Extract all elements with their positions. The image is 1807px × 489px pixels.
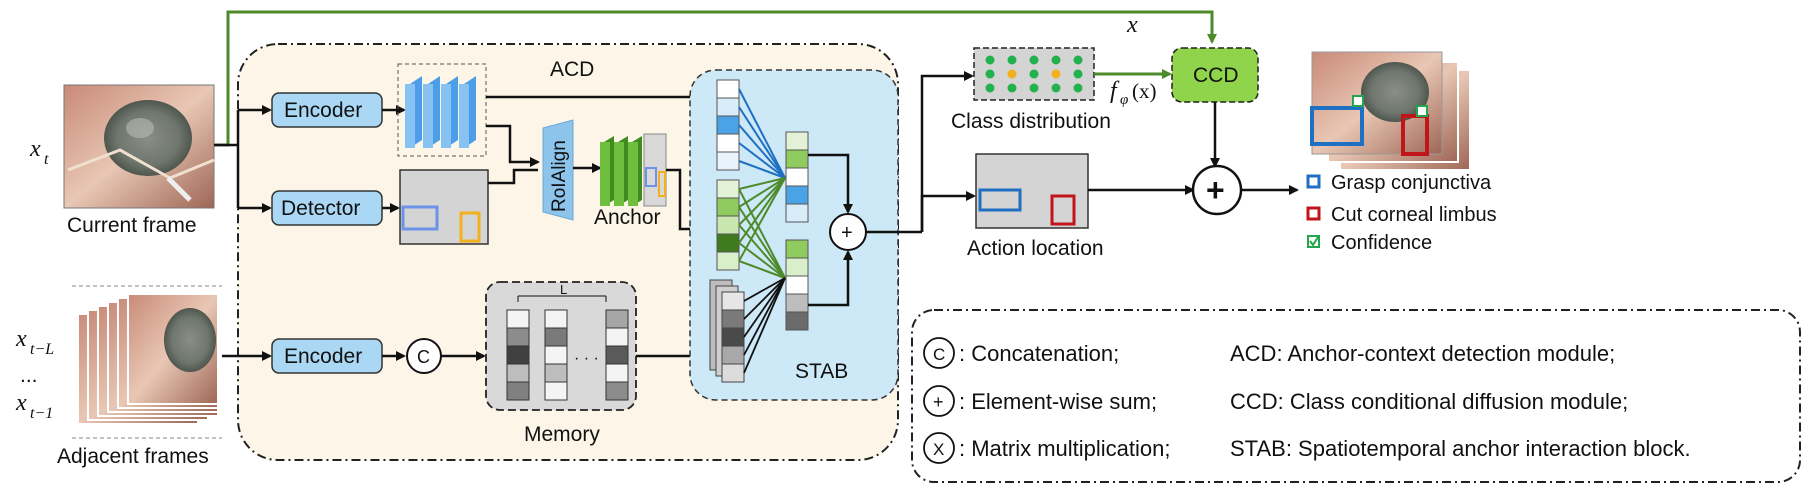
output-sum-symbol: + bbox=[1191, 164, 1243, 216]
ccd-block: CCD bbox=[1171, 47, 1259, 103]
svg-text:φ: φ bbox=[1120, 92, 1128, 108]
detector-block: Detector bbox=[271, 190, 383, 226]
key-row-concatenation: C : Concatenation; ACD: Anchor-context d… bbox=[923, 337, 1615, 369]
svg-text:· · ·: · · · bbox=[574, 350, 599, 367]
stab-anchor-column bbox=[716, 179, 740, 271]
stab-black-connections bbox=[743, 277, 786, 374]
stab-output-upper bbox=[785, 131, 809, 223]
key-row-matrix-multiplication: X : Matrix multiplication; STAB: Spatiot… bbox=[923, 432, 1691, 464]
svg-text:+: + bbox=[933, 392, 944, 412]
encoder-feature-maps bbox=[405, 76, 476, 148]
svg-text:Grasp conjunctiva: Grasp conjunctiva bbox=[1331, 172, 1492, 194]
adjacent-frames-label: Adjacent frames bbox=[57, 445, 209, 468]
svg-text:(x): (x) bbox=[1132, 79, 1157, 103]
anchor-label: Anchor bbox=[594, 206, 661, 229]
concat-symbol: C bbox=[406, 338, 442, 374]
svg-text:X: X bbox=[933, 440, 944, 459]
svg-text:: Element-wise sum;: : Element-wise sum; bbox=[959, 389, 1157, 414]
detection-map bbox=[399, 169, 489, 245]
frames-ellipsis: ... bbox=[20, 364, 38, 387]
anchor-feature-maps bbox=[600, 133, 667, 207]
encoder-top-block: Encoder bbox=[271, 92, 383, 128]
stab-output-lower bbox=[785, 239, 809, 331]
f-phi-label: f φ (x) bbox=[1110, 78, 1157, 108]
roialign-block: RoIAlign bbox=[542, 119, 574, 221]
adjacent-frames-stack bbox=[77, 293, 219, 425]
memory-block: L · · · bbox=[485, 281, 637, 411]
svg-text:STAB: Spatiotemporal anchor in: STAB: Spatiotemporal anchor interaction … bbox=[1230, 436, 1691, 461]
svg-text:Cut corneal limbus: Cut corneal limbus bbox=[1331, 204, 1497, 226]
acd-title: ACD bbox=[550, 58, 594, 81]
stab-label: STAB bbox=[795, 360, 848, 383]
svg-text:CCD: Class conditional diffusi: CCD: Class conditional diffusion module; bbox=[1230, 389, 1628, 414]
svg-text:t−1: t−1 bbox=[30, 405, 53, 422]
x-t-minus-L-label: x t−L bbox=[15, 326, 54, 358]
svg-text:Encoder: Encoder bbox=[284, 345, 362, 368]
svg-text:CCD: CCD bbox=[1193, 64, 1239, 87]
svg-text:: Concatenation;: : Concatenation; bbox=[959, 341, 1119, 366]
legend-grasp-conjunctiva: Grasp conjunctiva bbox=[1306, 172, 1492, 194]
legend-confidence: Confidence bbox=[1307, 232, 1432, 254]
current-frame-image bbox=[63, 84, 215, 209]
svg-text:+: + bbox=[1206, 172, 1225, 208]
legend-cut-corneal-limbus: Cut corneal limbus bbox=[1306, 204, 1497, 226]
svg-text:RoIAlign: RoIAlign bbox=[549, 140, 570, 212]
memory-label: Memory bbox=[524, 423, 600, 446]
notation-key-box bbox=[911, 309, 1801, 483]
action-location-label: Action location bbox=[967, 237, 1104, 260]
svg-text:L: L bbox=[560, 282, 567, 297]
stab-memory-stack bbox=[709, 279, 745, 383]
svg-text:t−L: t−L bbox=[30, 341, 54, 358]
xt-label: x t bbox=[29, 136, 49, 168]
stab-green-connections bbox=[738, 177, 786, 279]
encoder-bottom-block: Encoder bbox=[271, 338, 383, 374]
stab-blue-connections bbox=[738, 88, 786, 179]
svg-text:: Matrix multiplication;: : Matrix multiplication; bbox=[959, 436, 1171, 461]
svg-text:x: x bbox=[15, 390, 27, 416]
result-frames-stack bbox=[1310, 51, 1471, 171]
svg-text:Encoder: Encoder bbox=[284, 99, 362, 122]
x-skip-label: x bbox=[1126, 12, 1138, 38]
class-distribution-label: Class distribution bbox=[951, 110, 1111, 133]
svg-text:Confidence: Confidence bbox=[1331, 232, 1432, 254]
svg-text:C: C bbox=[933, 345, 945, 364]
svg-text:ACD: Anchor-context detection: ACD: Anchor-context detection module; bbox=[1230, 341, 1615, 366]
svg-text:t: t bbox=[44, 151, 49, 168]
x-t-minus-1-label: x t−1 bbox=[15, 390, 53, 422]
svg-text:f: f bbox=[1110, 78, 1120, 104]
svg-text:+: + bbox=[841, 222, 853, 244]
svg-text:Detector: Detector bbox=[281, 197, 360, 220]
svg-text:x: x bbox=[29, 136, 41, 162]
current-frame-label: Current frame bbox=[67, 214, 197, 237]
action-location-map bbox=[975, 153, 1089, 229]
stab-sum-symbol: + bbox=[829, 213, 867, 251]
stab-query-column bbox=[716, 79, 740, 171]
svg-text:x: x bbox=[15, 326, 27, 352]
class-distribution-grid bbox=[973, 47, 1095, 101]
svg-text:C: C bbox=[417, 347, 430, 367]
key-row-element-wise-sum: + : Element-wise sum; CCD: Class conditi… bbox=[923, 385, 1628, 417]
